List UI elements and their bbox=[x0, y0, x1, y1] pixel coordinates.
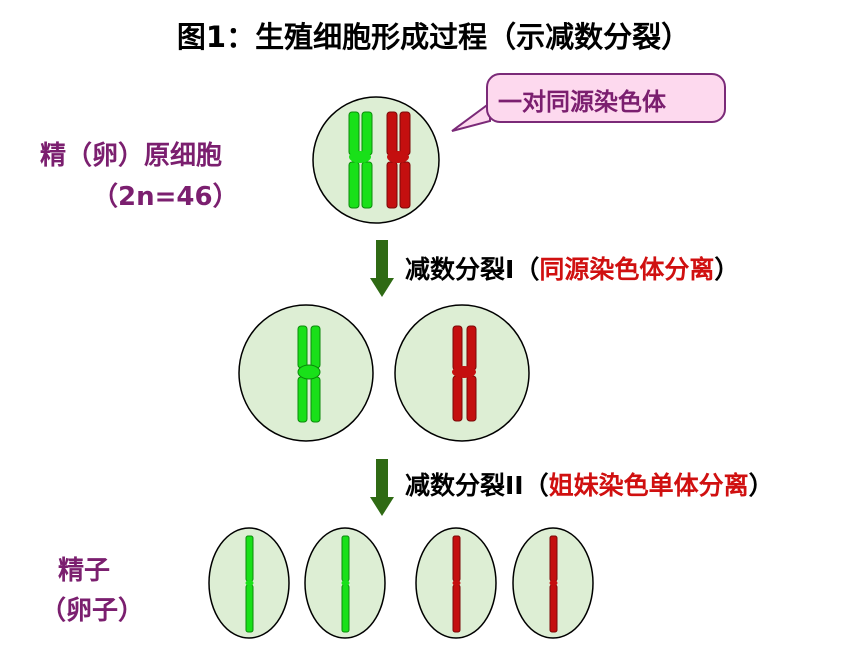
diagram-title: 图1：生殖细胞形成过程（示减数分裂） bbox=[176, 20, 691, 54]
meiosis1-label: 减数分裂I（同源染色体分离） bbox=[405, 250, 739, 286]
arrow-down-icon bbox=[370, 459, 394, 516]
arrow-down-icon bbox=[370, 240, 394, 297]
meiosis2-paren-open: （ bbox=[523, 471, 549, 500]
parent-cell-chromosome-count: （2n=46） bbox=[92, 182, 239, 212]
homologous-pair-callout bbox=[486, 73, 726, 123]
callout-pointer bbox=[451, 101, 491, 132]
meiosis1-detail: 同源染色体分离 bbox=[539, 255, 715, 284]
callout-text: 一对同源染色体 bbox=[498, 88, 666, 116]
gamete-label-alt: （卵子） bbox=[40, 596, 145, 626]
gamete-cell-red-2 bbox=[512, 527, 594, 639]
gamete-cell-green-2 bbox=[304, 527, 386, 639]
meiosis2-name: 减数分裂II bbox=[405, 471, 524, 500]
parent-cell-label: 精（卵）原细胞 bbox=[40, 141, 223, 171]
meiosis1-cell-red bbox=[394, 304, 530, 442]
meiosis1-name: 减数分裂I bbox=[405, 255, 515, 284]
green-chromosome-pair bbox=[348, 111, 373, 209]
meiosis2-detail: 姐妹染色单体分离 bbox=[548, 471, 749, 500]
meiosis2-label: 减数分裂II（姐妹染色单体分离） bbox=[405, 466, 774, 502]
gamete-cell-red-1 bbox=[415, 527, 497, 639]
gamete-cell-green-1 bbox=[208, 527, 290, 639]
parent-cell bbox=[312, 96, 440, 224]
meiosis1-paren-close: ） bbox=[714, 255, 740, 284]
meiosis1-paren-open: （ bbox=[514, 255, 540, 284]
meiosis1-cell-green bbox=[238, 304, 374, 442]
meiosis2-paren-close: ） bbox=[748, 471, 774, 500]
red-chromosome-pair bbox=[386, 111, 411, 209]
gamete-label: 精子 bbox=[58, 556, 111, 586]
